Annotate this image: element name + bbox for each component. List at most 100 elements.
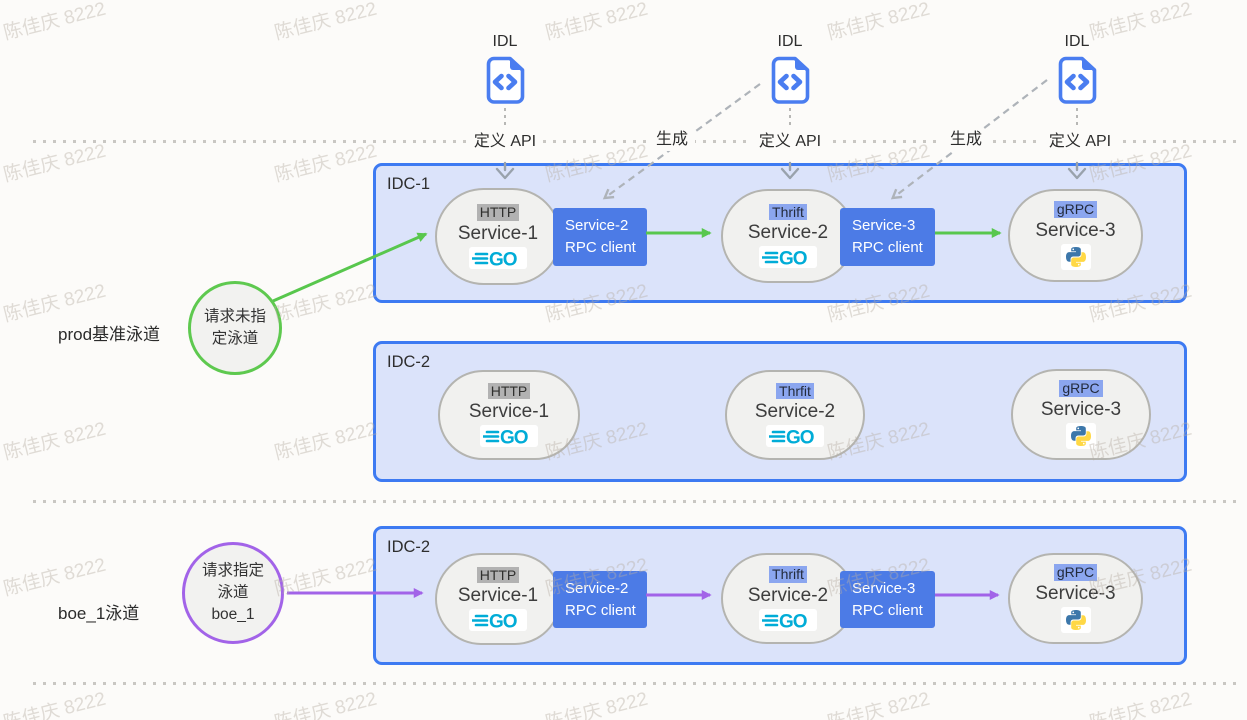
request-circle-boe1: 请求指定 泳道 boe_1 [182,542,284,644]
rpc-client-box: Service-2 RPC client [553,571,647,628]
lane-label-boe1: boe_1泳道 [58,604,140,623]
idl-file-group: IDL [770,33,810,104]
go-logo-icon: GO [766,425,824,448]
lane-label-prod: prod基准泳道 [58,325,161,344]
service-node: Thrift Service-2 GO [721,553,855,644]
service-node: Thrift Service-2 GO [721,189,855,283]
rpc-client-text: Service-2 [565,217,629,234]
rpc-client-box: Service-3 RPC client [840,571,935,628]
rpc-client-text: RPC client [852,601,923,619]
lane-separator [33,682,1238,685]
service-node: gRPC Service-3 [1011,369,1151,460]
service-name: Service-1 [457,585,539,607]
svg-text:GO: GO [500,428,528,447]
idc-title: IDC-2 [387,353,431,371]
protocol-badge: gRPC [1059,380,1103,397]
idl-label: IDL [777,33,803,50]
request-circle-text: boe_1 [211,606,255,623]
service-node: gRPC Service-3 [1008,189,1143,282]
service-name: Service-2 [754,401,836,423]
rpc-client-box: Service-3 RPC client [840,208,935,266]
idc-title: IDC-1 [387,175,431,193]
idl-file-icon [1058,56,1097,104]
svg-text:GO: GO [779,249,807,268]
rpc-client-box: Service-2 RPC client [553,208,647,266]
rpc-client-text: RPC client [565,238,636,256]
idl-file-group: IDL [485,33,525,104]
watermark-text: 陈佳庆 8222 [1,418,109,465]
request-circle-text: 请求指定 [201,562,264,579]
protocol-badge: Thrift [769,566,807,583]
watermark-text: 陈佳庆 8222 [1087,688,1195,720]
watermark-text: 陈佳庆 8222 [543,0,651,45]
go-logo-icon: GO [759,246,817,269]
svg-text:GO: GO [786,428,814,447]
define-api-label: 定义 API [751,131,829,153]
python-logo-icon [1060,243,1091,270]
idl-label: IDL [492,33,518,50]
python-logo-icon [1066,422,1096,449]
service-node: HTTP Service-1 GO [438,370,580,460]
watermark-text: 陈佳庆 8222 [272,554,380,601]
rpc-client-text: RPC client [565,601,636,619]
watermark-text: 陈佳庆 8222 [272,688,380,720]
idc-box-2: IDC-2 HTTP Service-1 GO Thrfit Service-2… [373,341,1187,482]
idl-label: IDL [1064,33,1090,50]
service-name: Service-2 [747,222,829,244]
service-node: HTTP Service-1 GO [435,188,561,285]
service-name: Service-3 [1040,398,1122,420]
idl-file-icon [486,56,525,104]
idl-file-group: IDL [1057,33,1097,104]
request-circle-prod: 请求未指 定泳道 [188,281,282,375]
watermark-text: 陈佳庆 8222 [1,140,109,187]
python-logo-icon [1060,606,1091,633]
watermark-text: 陈佳庆 8222 [1,554,109,601]
watermark-text: 陈佳庆 8222 [825,0,933,45]
go-logo-icon: GO [469,246,527,269]
go-logo-icon: GO [759,608,817,631]
lane-separator [33,500,1238,503]
service-node: HTTP Service-1 GO [435,553,561,645]
protocol-badge: HTTP [487,382,531,400]
watermark-text: 陈佳庆 8222 [272,0,380,45]
service-name: Service-2 [747,584,829,606]
rpc-client-text: Service-3 [852,580,916,597]
protocol-badge: Thrfit [776,382,814,400]
request-circle-text: 请求未指 [203,308,266,325]
protocol-badge: gRPC [1053,564,1098,581]
generate-label: 生成 [648,129,696,151]
svg-text:GO: GO [489,249,517,268]
svg-text:GO: GO [489,612,517,631]
idc-title: IDC-2 [387,538,431,556]
service-name: Service-1 [457,222,539,244]
service-node: Thrfit Service-2 GO [725,370,865,460]
define-api-label: 定义 API [1041,131,1119,153]
request-circle-text: 泳道 [217,584,249,601]
rpc-client-text: Service-2 [565,580,629,597]
idl-file-icon [771,56,810,104]
service-name: Service-3 [1035,219,1116,241]
watermark-text: 陈佳庆 8222 [1087,0,1195,45]
watermark-text: 陈佳庆 8222 [825,688,933,720]
watermark-text: 陈佳庆 8222 [272,140,380,187]
rpc-client-text: Service-3 [852,217,916,234]
service-name: Service-1 [468,401,550,423]
generate-label: 生成 [942,129,990,151]
protocol-badge: gRPC [1053,201,1098,218]
watermark-text: 陈佳庆 8222 [1,688,109,720]
go-logo-icon: GO [480,425,538,448]
protocol-badge: Thrift [769,203,807,221]
idc-box-1: IDC-1 HTTP Service-1 GO Service-2 RPC cl… [373,163,1187,303]
idl-stem-dashed-line [504,108,1078,127]
watermark-text: 陈佳庆 8222 [272,280,380,327]
service-node: gRPC Service-3 [1008,553,1143,644]
go-logo-icon: GO [469,609,527,632]
rpc-client-text: RPC client [852,238,923,256]
svg-text:GO: GO [779,611,807,630]
protocol-badge: HTTP [476,204,520,221]
protocol-badge: HTTP [476,566,520,584]
watermark-text: 陈佳庆 8222 [543,688,651,720]
define-api-label: 定义 API [466,131,544,153]
request-circle-text: 定泳道 [211,330,259,347]
